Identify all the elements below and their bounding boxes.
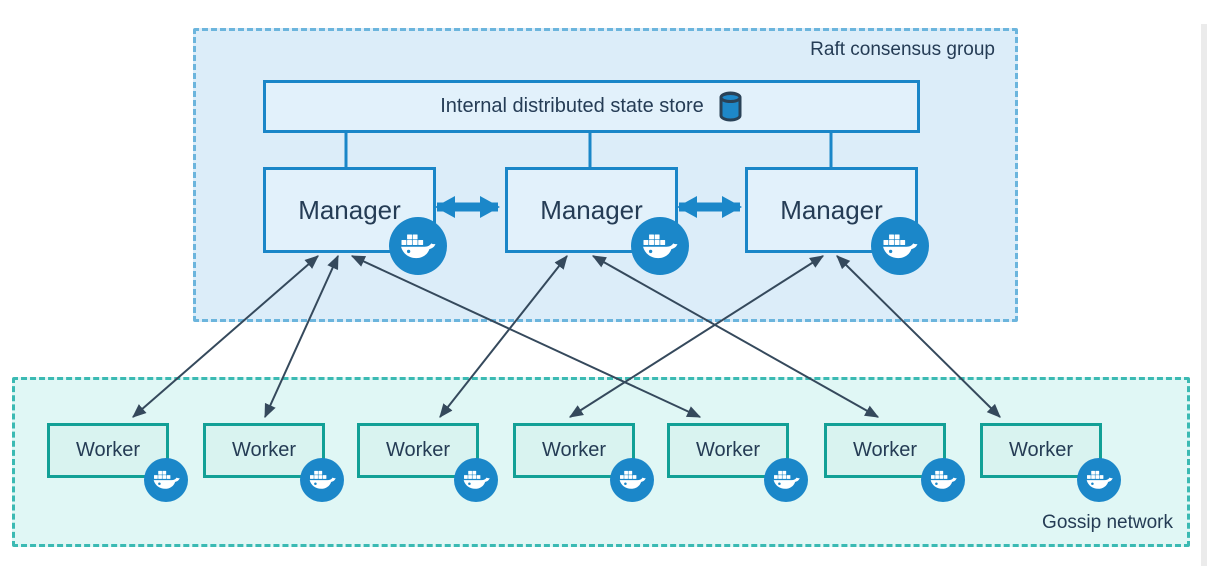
docker-whale-icon	[389, 217, 447, 275]
page-scrollbar-track	[1201, 24, 1207, 566]
docker-whale-icon	[1077, 458, 1121, 502]
worker-node-4: Worker	[513, 423, 654, 502]
worker-node-2: Worker	[203, 423, 344, 502]
worker-node-5: Worker	[667, 423, 808, 502]
worker-label: Worker	[852, 439, 918, 461]
docker-whale-icon	[871, 217, 929, 275]
worker-label: Worker	[695, 439, 761, 461]
docker-whale-icon	[631, 217, 689, 275]
state-store-label: Internal distributed state store	[440, 95, 704, 117]
docker-whale-icon	[764, 458, 808, 502]
manager-label: Manager	[298, 194, 401, 225]
worker-label: Worker	[1008, 439, 1074, 461]
docker-whale-icon	[610, 458, 654, 502]
gossip-network-box: Gossip network Worker Worker Worker Work…	[12, 377, 1190, 547]
manager-label: Manager	[780, 194, 883, 225]
worker-node-3: Worker	[357, 423, 498, 502]
docker-whale-icon	[300, 458, 344, 502]
docker-whale-icon	[921, 458, 965, 502]
docker-whale-icon	[454, 458, 498, 502]
worker-node-7: Worker	[980, 423, 1121, 502]
docker-whale-icon	[144, 458, 188, 502]
worker-label: Worker	[75, 439, 141, 461]
worker-label: Worker	[231, 439, 297, 461]
manager-node-3: Manager	[745, 167, 929, 275]
raft-group-label: Raft consensus group	[810, 39, 995, 60]
gossip-network-label: Gossip network	[1042, 512, 1173, 533]
worker-label: Worker	[541, 439, 607, 461]
worker-label: Worker	[385, 439, 451, 461]
worker-node-1: Worker	[47, 423, 188, 502]
manager-node-2: Manager	[505, 167, 689, 275]
manager-node-1: Manager	[263, 167, 447, 275]
raft-consensus-group-box: Raft consensus group Internal distribute…	[193, 28, 1018, 322]
database-cylinder-icon	[719, 91, 742, 122]
manager-label: Manager	[540, 194, 643, 225]
worker-node-6: Worker	[824, 423, 965, 502]
state-store-box: Internal distributed state store	[263, 80, 920, 133]
